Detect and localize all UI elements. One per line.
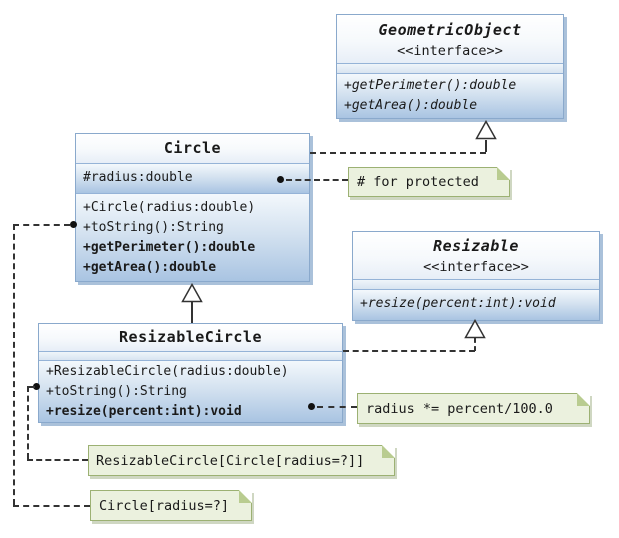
- note-resizablecircle-tostring: ResizableCircle[Circle[radius=?]]: [88, 445, 395, 476]
- generalization-line-resizablecircle-circle: [191, 302, 193, 323]
- class-name: GeometricObject: [378, 21, 522, 39]
- class-box-resizable: Resizable <<interface>> +resize(percent:…: [352, 231, 600, 321]
- method: +getArea():double: [344, 98, 478, 113]
- note-text: radius *= percent/100.0: [366, 400, 553, 417]
- note-for-protected: # for protected: [348, 167, 510, 197]
- attributes-compartment: #radius:double: [76, 163, 309, 193]
- method: +resize(percent:int):void: [46, 404, 242, 419]
- class-name: Circle: [163, 139, 222, 157]
- note-connector: [13, 224, 15, 505]
- methods-compartment: +Circle(radius:double) +toString():Strin…: [76, 193, 309, 281]
- hollow-triangle-arrowhead: [181, 283, 203, 303]
- attribute: #radius:double: [83, 170, 193, 185]
- note-connector: [27, 386, 35, 388]
- note-text: # for protected: [357, 174, 479, 190]
- realization-line-circle-geometricobject: [310, 152, 486, 154]
- note-text: ResizableCircle[Circle[radius=?]]: [96, 452, 365, 469]
- member-anchor-dot: [70, 221, 77, 228]
- attributes-compartment: [353, 279, 599, 289]
- method: +toString():String: [83, 220, 224, 235]
- note-connector: [317, 406, 357, 408]
- member-anchor-dot: [33, 383, 40, 390]
- class-name: ResizableCircle: [119, 328, 262, 346]
- attributes-compartment: [337, 63, 563, 73]
- class-box-geometricobject: GeometricObject <<interface>> +getPerime…: [336, 14, 564, 119]
- class-name: Resizable: [433, 237, 519, 255]
- method: +getPerimeter():double: [344, 78, 517, 93]
- class-stereotype: <<interface>>: [397, 43, 503, 59]
- note-text: Circle[radius=?]: [99, 497, 230, 514]
- attributes-compartment: [39, 351, 342, 360]
- member-anchor-dot: [277, 176, 284, 183]
- method: +Circle(radius:double): [83, 200, 256, 215]
- class-header: GeometricObject <<interface>>: [337, 15, 563, 63]
- hollow-triangle-arrowhead: [464, 319, 486, 339]
- class-header: ResizableCircle: [39, 324, 342, 351]
- method: +getPerimeter():double: [83, 240, 256, 255]
- method: +getArea():double: [83, 260, 217, 275]
- class-header: Resizable <<interface>>: [353, 232, 599, 279]
- member-anchor-dot: [308, 403, 315, 410]
- method: +toString():String: [46, 384, 187, 399]
- class-header: Circle: [76, 134, 309, 163]
- realization-line-resizablecircle-resizable: [343, 350, 475, 352]
- note-connector: [286, 179, 348, 181]
- methods-compartment: +resize(percent:int):void: [353, 289, 599, 320]
- note-resize-body: radius *= percent/100.0: [357, 393, 590, 424]
- methods-compartment: +ResizableCircle(radius:double) +toStrin…: [39, 360, 342, 422]
- note-circle-tostring: Circle[radius=?]: [90, 490, 252, 521]
- note-connector: [27, 459, 88, 461]
- hollow-triangle-arrowhead: [475, 120, 497, 140]
- method: +resize(percent:int):void: [360, 296, 556, 311]
- class-stereotype: <<interface>>: [423, 259, 529, 275]
- realization-line-circle-geometricobject: [485, 140, 487, 152]
- note-connector: [13, 224, 70, 226]
- method: +ResizableCircle(radius:double): [46, 364, 289, 379]
- realization-line-resizablecircle-resizable: [474, 338, 476, 351]
- class-box-circle: Circle #radius:double +Circle(radius:dou…: [75, 133, 310, 282]
- note-connector: [13, 505, 90, 507]
- methods-compartment: +getPerimeter():double +getArea():double: [337, 73, 563, 118]
- note-connector: [27, 386, 29, 459]
- class-box-resizablecircle: ResizableCircle +ResizableCircle(radius:…: [38, 323, 343, 423]
